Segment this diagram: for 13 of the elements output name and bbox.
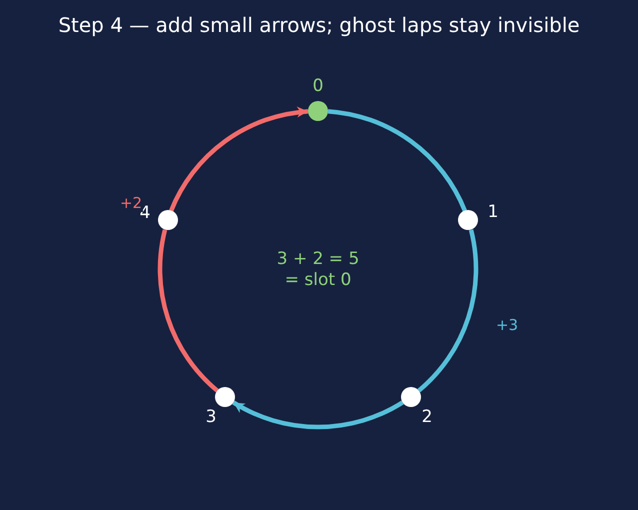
- connector-line: [417, 229, 478, 392]
- edge-label: +2: [118, 194, 144, 212]
- node-number: 1: [488, 202, 498, 222]
- arrow: [232, 400, 404, 429]
- connector-line: [158, 229, 219, 392]
- equation-text: 3 + 2 = 5: [276, 249, 360, 269]
- node-number: 0: [312, 76, 324, 96]
- node-number: 2: [422, 407, 432, 427]
- node-number: 3: [206, 407, 216, 427]
- diagram-title: Step 4 — add small arrows; ghost laps stay invisible: [57, 12, 581, 39]
- connector-line: [328, 109, 467, 212]
- equation-text: = slot 0: [284, 270, 352, 290]
- arrow: [169, 107, 308, 212]
